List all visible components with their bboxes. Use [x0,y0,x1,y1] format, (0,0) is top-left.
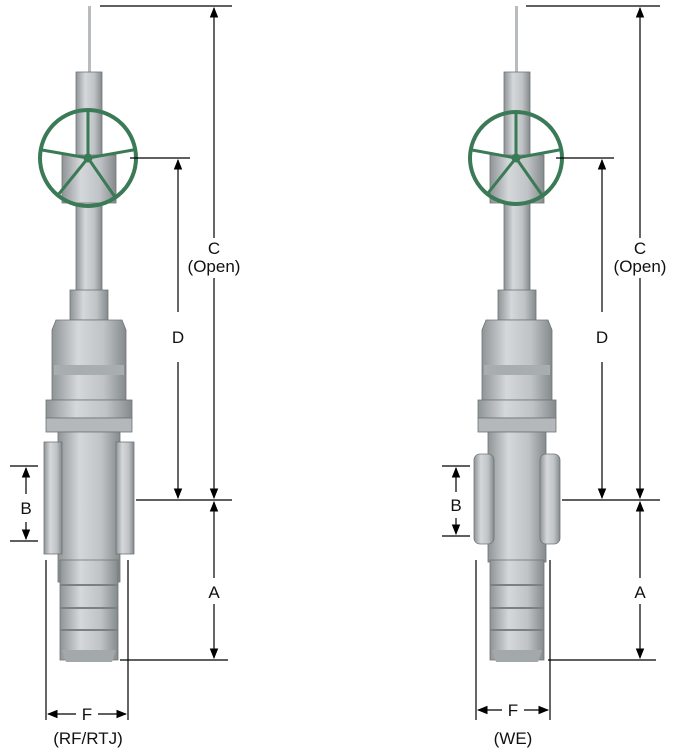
left-dimension-lines [10,5,232,720]
right-variant-label: (WE) [494,729,533,748]
right-valve-illustration [468,6,564,662]
right-dim-b-label: B [450,496,461,515]
left-dim-b-label: B [20,499,31,518]
left-dim-f-label: F [82,705,92,724]
right-dimension-lines [442,5,660,720]
left-variant-label: (RF/RTJ) [53,729,123,748]
right-dim-f-label: F [508,701,518,720]
left-valve-illustration [38,6,138,662]
right-dim-c-label: C [634,239,646,258]
right-dim-d-label: D [596,328,608,347]
right-dim-c-note: (Open) [614,257,667,276]
left-dim-c-note: (Open) [188,257,241,276]
left-dim-c-label: C [208,239,220,258]
left-dim-d-label: D [172,328,184,347]
left-dim-a-label: A [208,583,220,602]
right-dim-a-label: A [634,583,646,602]
